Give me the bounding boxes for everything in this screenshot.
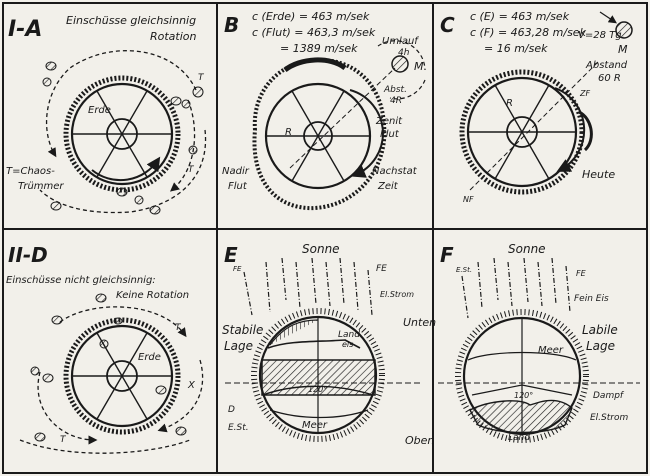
land-line1: Land <box>338 330 360 340</box>
fe1-E: FE <box>233 265 242 273</box>
nachstat-line2: Zeit <box>377 181 399 192</box>
earth-globe-C <box>459 59 601 195</box>
x-label: X <box>187 380 196 391</box>
moon-B <box>391 55 409 73</box>
dampf-F: Dampf <box>593 391 625 401</box>
b-line3: = 1389 m/sek <box>280 42 358 55</box>
fe-F: FE <box>576 269 587 278</box>
stabile-line1: Stabile <box>222 323 263 337</box>
c-line3: = 16 m/sek <box>484 42 548 55</box>
nf-label: NF <box>463 195 474 204</box>
abst-line1: Abst. <box>383 85 407 95</box>
t-mark-2: T <box>188 165 195 175</box>
caption-line2: Rotation <box>150 30 197 43</box>
panel-id-E: E <box>224 243 238 267</box>
t2-label: T <box>60 435 67 445</box>
panel-id-B: B <box>224 13 239 37</box>
panel-C: C c (E) = 463 m/sek c (F) = 463,28 m/sek… <box>440 10 633 204</box>
oben-F: Oben <box>405 434 434 447</box>
panel-id-II-D: II-D <box>8 243 48 267</box>
elstrom-E: El.Strom <box>380 290 414 299</box>
caption-line2-D: Keine Rotation <box>116 290 189 301</box>
labile-line1: Labile <box>582 323 618 337</box>
debris-fragments <box>42 61 204 215</box>
panel-I-A: I-A Einschüsse gleichsinnig Rotation Erd… <box>6 14 207 215</box>
deg-F: 120° <box>514 391 533 400</box>
c-line2: c (F) = 463,28 m/sek <box>470 26 587 39</box>
moon-label-C: M <box>618 43 628 56</box>
globe-E <box>225 308 420 442</box>
est-E: E.St. <box>228 423 249 433</box>
stabile-line2: Lage <box>224 339 253 353</box>
panel-F: F Sonne E.St. FE Fein Eis Unten Labile L… <box>403 242 640 447</box>
r-label-C: R <box>506 98 513 109</box>
r-label-B: R <box>285 127 292 138</box>
orbit-paths-D <box>19 306 204 454</box>
earth-globe-B <box>252 57 396 211</box>
v-label: V=28 Tg. <box>578 30 625 41</box>
panel-id-C: C <box>440 13 455 37</box>
sonne-F: Sonne <box>508 242 546 256</box>
abst-line2: 4R <box>390 96 402 106</box>
t1-label: T <box>175 323 182 333</box>
est-F: E.St. <box>456 266 472 274</box>
b-line2: c (Flut) = 463,3 m/sek <box>252 26 376 39</box>
caption-line1-D: Einschüsse nicht gleichsinnig: <box>6 275 156 286</box>
t-mark: T <box>198 73 205 83</box>
feineis-F: Fein Eis <box>574 294 609 304</box>
umlauf-line2: 4h <box>398 48 410 58</box>
deg-E: 120° <box>308 385 327 394</box>
sonne-E: Sonne <box>302 242 340 256</box>
moon-label-B: M <box>414 60 424 73</box>
land-line2: eis <box>342 340 353 349</box>
panel-E: E Sonne FE FE El.Strom Stabile Lage <box>222 242 420 442</box>
land-F: Land <box>508 433 530 443</box>
abstand-line2: 60 R <box>598 73 621 84</box>
chaos-line2: Trümmer <box>18 181 64 192</box>
sun-rays-F <box>461 257 571 319</box>
debris-fragments-D <box>30 293 187 442</box>
panel-II-D: II-D Einschüsse nicht gleichsinnig: Kein… <box>6 243 204 454</box>
chaos-line1: T=Chaos- <box>6 166 55 177</box>
zf-label: ZF <box>579 89 590 98</box>
fe2-E: FE <box>376 264 387 274</box>
earth-label-D: Erde <box>138 352 161 363</box>
meer-E: Meer <box>302 420 328 431</box>
heute-label: Heute <box>582 168 615 181</box>
moon-C <box>599 11 633 39</box>
b-line1: c (Erde) = 463 m/sek <box>252 10 370 23</box>
globe-F <box>438 309 640 443</box>
panel-B: B c (Erde) = 463 m/sek c (Flut) = 463,3 … <box>222 10 426 211</box>
moon-orbit-B <box>377 40 426 100</box>
nadir-line1: Nadir <box>222 166 250 177</box>
zenit-line1: Zenit <box>375 116 403 127</box>
c-line1: c (E) = 463 m/sek <box>470 10 570 23</box>
sun-rays-E <box>243 257 373 316</box>
caption-line1: Einschüsse gleichsinnig <box>66 14 196 27</box>
d-E: D <box>228 405 235 415</box>
earth-label: Erde <box>88 105 111 116</box>
nachstat-line1: Nachstat <box>372 166 418 177</box>
zenit-line2: Flut <box>380 129 400 140</box>
panel-id-F: F <box>440 243 454 267</box>
unten-F: Unten <box>403 316 436 329</box>
labile-line2: Lage <box>586 339 615 353</box>
elstrom-F: El.Strom <box>590 413 628 423</box>
panel-id-I-A: I-A <box>8 17 42 42</box>
nadir-line2: Flut <box>228 181 248 192</box>
earth-globe <box>63 75 181 193</box>
earth-globe-D <box>63 317 181 435</box>
abstand-line1: Abstand <box>585 60 628 71</box>
meer-F: Meer <box>538 345 564 356</box>
